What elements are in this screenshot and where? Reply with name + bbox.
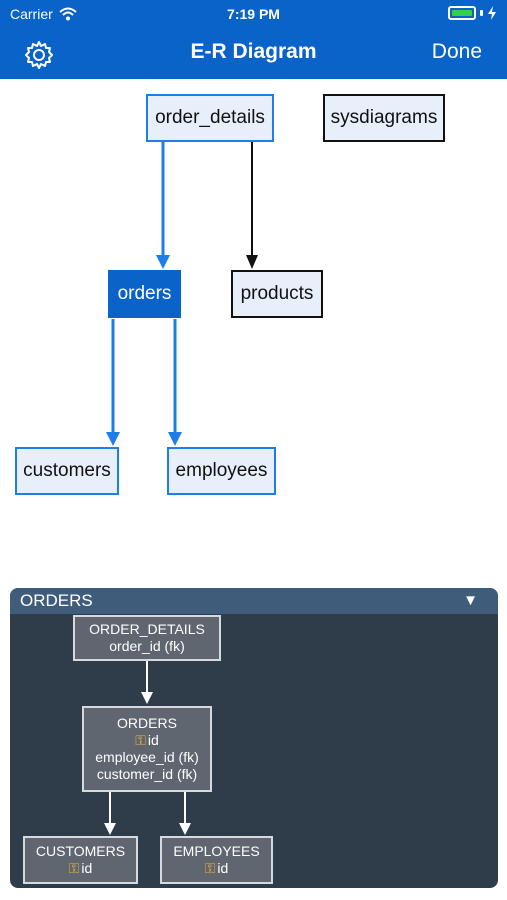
- navigation-bar: E-R Diagram Done: [0, 28, 507, 79]
- battery-icon: [448, 6, 476, 20]
- detail-node-employees[interactable]: EMPLOYEES ⚿id: [160, 836, 273, 884]
- table-node-label: products: [240, 283, 314, 304]
- detail-node-name: EMPLOYEES: [173, 843, 260, 859]
- detail-node-field: order_id (fk): [109, 638, 185, 654]
- table-detail-panel: ORDERS ▼ ORDER_DETAILS order_id (fk) ORD…: [10, 588, 498, 888]
- key-icon: ⚿: [204, 860, 216, 876]
- detail-relationship-lines: [104, 661, 191, 835]
- app-header: Carrier 7:19 PM E-R Diagram Done: [0, 0, 507, 79]
- carrier-label: Carrier: [10, 6, 53, 22]
- carrier-indicator: Carrier: [10, 6, 77, 22]
- detail-node-field: id: [217, 860, 229, 876]
- panel-header[interactable]: ORDERS ▼: [10, 588, 498, 614]
- table-node-label: orders: [117, 283, 172, 304]
- detail-node-order-details[interactable]: ORDER_DETAILS order_id (fk): [73, 615, 221, 661]
- detail-node-field: customer_id (fk): [96, 766, 198, 782]
- charging-bolt-icon: [488, 6, 496, 20]
- er-relationship-lines: [106, 142, 258, 446]
- gear-icon[interactable]: [22, 38, 56, 72]
- panel-title: ORDERS: [20, 591, 93, 610]
- page-title: E-R Diagram: [190, 40, 317, 63]
- detail-node-field: id: [81, 860, 93, 876]
- table-node-label: sysdiagrams: [330, 107, 438, 128]
- wifi-icon: [59, 7, 77, 21]
- table-node-order-details[interactable]: order_details: [146, 94, 274, 142]
- detail-node-field: id: [147, 732, 159, 748]
- collapse-triangle-icon[interactable]: ▼: [463, 592, 478, 609]
- detail-node-name: ORDER_DETAILS: [89, 621, 205, 637]
- detail-node-field: employee_id (fk): [95, 749, 199, 765]
- detail-node-orders[interactable]: ORDERS ⚿id employee_id (fk) customer_id …: [82, 706, 212, 792]
- table-node-products[interactable]: products: [231, 270, 323, 318]
- table-node-label: order_details: [155, 107, 265, 128]
- status-time: 7:19 PM: [227, 6, 280, 22]
- table-node-label: employees: [175, 460, 268, 481]
- table-node-sysdiagrams[interactable]: sysdiagrams: [323, 94, 445, 142]
- key-icon: ⚿: [68, 860, 80, 876]
- battery-indicator: [448, 6, 497, 20]
- table-node-employees[interactable]: employees: [167, 447, 276, 495]
- status-bar: Carrier 7:19 PM: [0, 0, 507, 28]
- table-node-customers[interactable]: customers: [15, 447, 119, 495]
- detail-node-customers[interactable]: CUSTOMERS ⚿id: [23, 836, 138, 884]
- detail-node-name: ORDERS: [117, 715, 177, 731]
- done-button[interactable]: Done: [431, 40, 482, 63]
- table-node-orders[interactable]: orders: [108, 270, 181, 318]
- key-icon: ⚿: [135, 732, 146, 748]
- detail-node-name: CUSTOMERS: [35, 843, 126, 859]
- table-node-label: customers: [23, 460, 111, 481]
- er-diagram-canvas[interactable]: order_details sysdiagrams orders product…: [0, 79, 507, 584]
